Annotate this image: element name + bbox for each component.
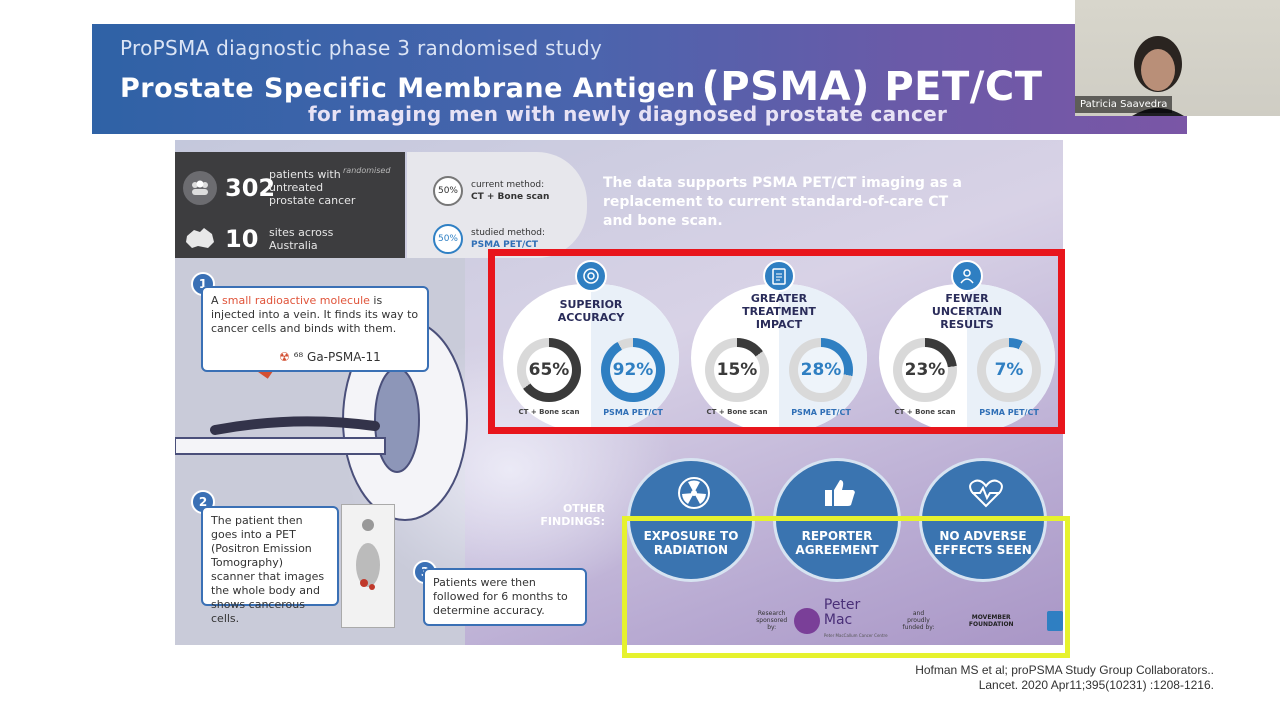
psma-value: 92% bbox=[610, 347, 656, 393]
stat-sites: 10 sites across Australia bbox=[183, 222, 349, 256]
banner-kicker: ProPSMA diagnostic phase 3 randomised st… bbox=[120, 36, 603, 60]
sites-count: 10 bbox=[225, 225, 259, 253]
psma-value: 7% bbox=[986, 347, 1032, 393]
citation: Hofman MS et al; proPSMA Study Group Col… bbox=[915, 663, 1214, 693]
result-title: SUPERIOR ACCURACY bbox=[557, 298, 625, 324]
result-title: GREATER TREATMENT IMPACT bbox=[742, 292, 816, 331]
radiation-small-icon: ☢ bbox=[279, 350, 294, 364]
ct-ring: 23% bbox=[893, 338, 957, 402]
current-method-name: CT + Bone scan bbox=[471, 192, 550, 202]
banner-title: Prostate Specific Membrane Antigen(PSMA)… bbox=[120, 64, 1043, 110]
patients-count: 302 bbox=[225, 173, 276, 202]
research-sponsored-label: Research sponsored by: bbox=[756, 610, 788, 631]
ct-value: 23% bbox=[902, 347, 948, 393]
step1-rest: is injected into a vein. It finds its wa… bbox=[211, 294, 419, 335]
peter-mac-title: Peter Mac bbox=[823, 597, 861, 628]
thumbs-up-icon bbox=[822, 475, 858, 511]
ct-value: 65% bbox=[526, 347, 572, 393]
step3-card: Patients were then followed for 6 months… bbox=[423, 568, 587, 626]
sites-text: sites across Australia bbox=[269, 226, 334, 252]
psma-caption: PSMA PET/CT bbox=[791, 408, 851, 417]
step1-highlight: small radioactive molecule bbox=[222, 294, 370, 307]
finding-label: NO ADVERSE EFFECTS SEEN bbox=[934, 529, 1032, 557]
patients-text: patients with untreated prostate cancer bbox=[269, 168, 356, 207]
current-pct: 50% bbox=[433, 176, 463, 206]
pet-scan-image bbox=[341, 504, 395, 628]
patients-group-icon bbox=[183, 170, 217, 205]
psma-caption: PSMA PET/CT bbox=[603, 408, 663, 417]
heart-pulse-icon bbox=[968, 475, 1004, 511]
finding-label: REPORTER AGREEMENT bbox=[795, 529, 879, 557]
ct-ring: 65% bbox=[517, 338, 581, 402]
participant-avatar bbox=[1132, 36, 1184, 116]
finding-label: EXPOSURE TO RADIATION bbox=[643, 529, 739, 557]
peter-mac-logo bbox=[794, 607, 820, 634]
clipboard-icon bbox=[763, 260, 795, 292]
citation-line1: Hofman MS et al; proPSMA Study Group Col… bbox=[915, 663, 1214, 677]
participant-name: Patricia Saavedra bbox=[1075, 96, 1173, 113]
people-icon bbox=[951, 260, 983, 292]
other-findings-label: OTHER FINDINGS: bbox=[540, 502, 605, 528]
method-current: 50% current method: CT + Bone scan bbox=[433, 176, 549, 206]
result-fewer-uncertain-results: FEWER UNCERTAIN RESULTS 23% 7% CT + Bone… bbox=[879, 260, 1055, 432]
pcfa-logo bbox=[1047, 610, 1063, 631]
current-label: current method: bbox=[471, 180, 545, 190]
studied-method-name: PSMA PET/CT bbox=[471, 240, 539, 250]
yellow-highlight-box bbox=[622, 516, 1070, 658]
result-greater-treatment-impact: GREATER TREATMENT IMPACT 15% 28% CT + Bo… bbox=[691, 260, 867, 432]
ct-value: 15% bbox=[714, 347, 760, 393]
ga-psma-label: ☢ ⁶⁸ Ga-PSMA-11 bbox=[279, 350, 381, 364]
australia-map-icon bbox=[183, 222, 217, 256]
result-superior-accuracy: SUPERIOR ACCURACY 65% 92% CT + Bone scan… bbox=[503, 260, 679, 432]
slide-banner: ProPSMA diagnostic phase 3 randomised st… bbox=[92, 24, 1187, 134]
movember-logo: MOVEMBER FOUNDATION bbox=[968, 613, 1014, 628]
studied-label-group: studied method: PSMA PET/CT bbox=[471, 227, 545, 251]
target-icon bbox=[575, 260, 607, 292]
step2-card: The patient then goes into a PET (Positr… bbox=[201, 506, 339, 625]
data-statement: The data supports PSMA PET/CT imaging as… bbox=[603, 175, 962, 229]
banner-title-text: Prostate Specific Membrane Antigen bbox=[120, 73, 696, 104]
result-title: FEWER UNCERTAIN RESULTS bbox=[931, 292, 1003, 331]
ct-caption: CT + Bone scan bbox=[518, 408, 580, 416]
radiation-icon bbox=[676, 475, 712, 511]
stat-patients: 302 patients with untreated prostate can… bbox=[183, 168, 361, 207]
method-studied: 50% studied method: PSMA PET/CT bbox=[433, 224, 545, 254]
psma-ring: 7% bbox=[977, 338, 1041, 402]
sponsors-row: Research sponsored by: Peter Mac Peter M… bbox=[755, 598, 1063, 643]
peter-mac-subtitle: Peter MacCallum Cancer Centre bbox=[823, 633, 888, 638]
participant-video-tile[interactable]: Patricia Saavedra bbox=[1075, 0, 1280, 116]
psma-ring: 28% bbox=[789, 338, 853, 402]
methods-box: 50% current method: CT + Bone scan 50% s… bbox=[407, 152, 587, 258]
banner-subtitle: for imaging men with newly diagnosed pro… bbox=[308, 102, 948, 126]
step1-card: A small radioactive molecule is injected… bbox=[201, 286, 429, 372]
study-stats-box: randomised 302 patients with untreated p… bbox=[175, 152, 405, 258]
funded-by-label: and proudly funded by: bbox=[902, 610, 935, 631]
studied-pct: 50% bbox=[433, 224, 463, 254]
randomised-tag: randomised bbox=[343, 166, 391, 175]
studied-label: studied method: bbox=[471, 228, 546, 238]
infographic-panel: randomised 302 patients with untreated p… bbox=[175, 140, 1063, 645]
ct-caption: CT + Bone scan bbox=[894, 408, 956, 416]
ct-caption: CT + Bone scan bbox=[706, 408, 768, 416]
current-label-group: current method: CT + Bone scan bbox=[471, 179, 549, 203]
step1-pre: A bbox=[211, 294, 223, 307]
ct-ring: 15% bbox=[705, 338, 769, 402]
psma-value: 28% bbox=[798, 347, 844, 393]
citation-line2: Lancet. 2020 Apr11;395(10231) :1208-1216… bbox=[978, 678, 1214, 692]
psma-caption: PSMA PET/CT bbox=[979, 408, 1039, 417]
psma-ring: 92% bbox=[601, 338, 665, 402]
banner-title-big: (PSMA) PET/CT bbox=[701, 64, 1043, 110]
peter-mac-name: Peter Mac Peter MacCallum Cancer Centre bbox=[824, 598, 892, 643]
molecule-name: ⁶⁸ Ga-PSMA-11 bbox=[293, 350, 381, 364]
red-highlight-box bbox=[488, 249, 1065, 434]
